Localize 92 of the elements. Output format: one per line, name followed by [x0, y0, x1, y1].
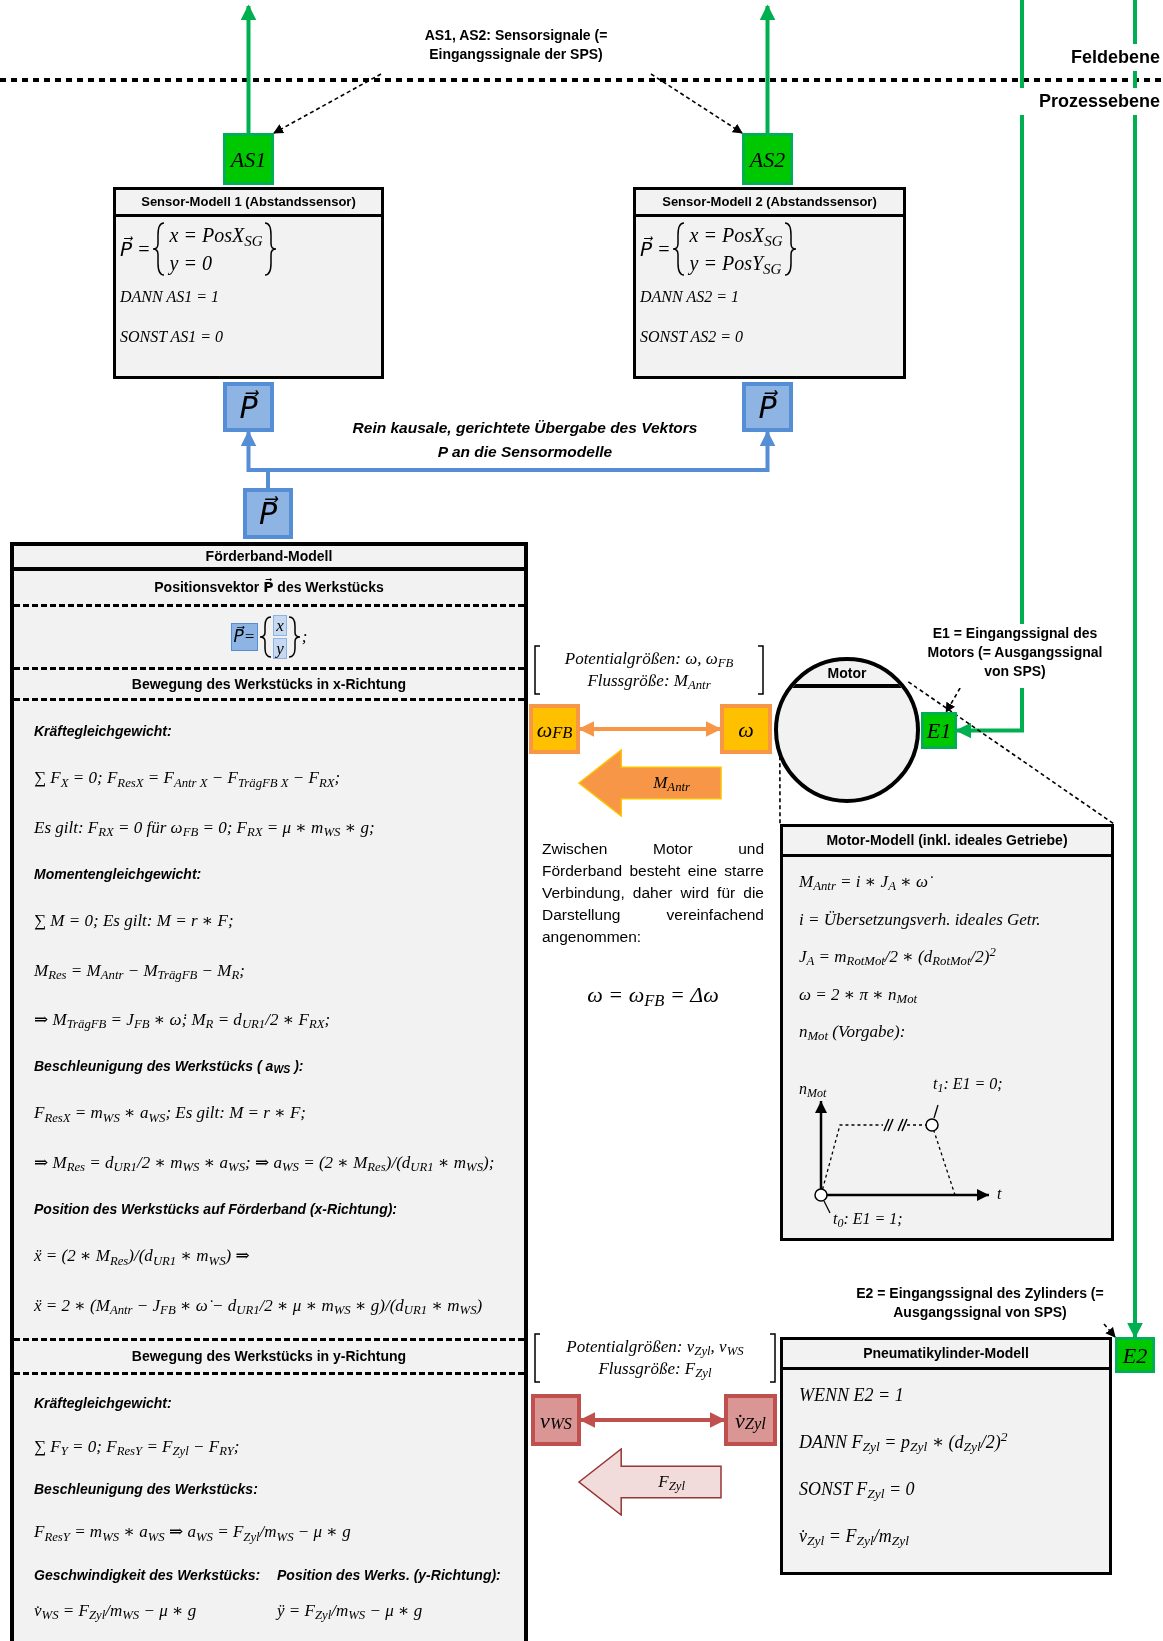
box-title: Sensor-Modell 1 (Abstandssensor): [141, 193, 356, 212]
variable-box: ω$_{FB}$: [529, 704, 580, 754]
section-header: Bewegung des Werkstücks in y-Richtung: [14, 1338, 524, 1375]
section-heading: Position des Werks. (y-Richtung):: [277, 1565, 502, 1585]
panel-title: Förderband-Modell: [205, 547, 333, 566]
section-header: Positionsvektor P⃗ des Werkstücks: [14, 571, 524, 604]
flow-label: M$_{Antr}$: [653, 772, 690, 796]
formula: ⇒ M$_{TrägFB}$ = J$_{FB}$ ∗ ω̇; M$_{R}$ = d$_{UR1}$/2 ∗ F$_{RX}$;: [34, 1008, 332, 1033]
formula: ω = ω$_{FB}$ = Δω: [586, 981, 720, 1011]
vector-variable: y: [273, 638, 287, 659]
formula: ẍ = 2 ∗ (M$_{Antr}$ − J$_{FB}$ ∗ ω̇ − d$_{UR1}$/2 ∗ μ ∗ m$_{WS}$ ∗ g)/(d$_{UR1}$ ∗ m$_{WS}$): [34, 1294, 484, 1318]
formula: x = PosX$_{SG}$: [169, 223, 263, 249]
box-title: Motor-Modell (inkl. ideales Getriebe): [826, 831, 1068, 850]
signal-arrow: [1127, 0, 1143, 1339]
motor-model-box: [780, 824, 1114, 1241]
signal-arrow: [759, 4, 776, 133]
motor-title: Motor: [827, 664, 867, 683]
sensor-model-box: [113, 187, 384, 379]
signal-box: E1: [921, 712, 957, 749]
formula: M$_{Antr}$ = i ∗ J$_{A}$ ∗ ω̇: [799, 869, 1095, 895]
formula: y = 0: [169, 251, 213, 277]
signal-box: AS2: [742, 133, 793, 185]
note-text: Zwischen Motor und Förderband besteht eine starre Verbindung, daher wird für die Darstellung vereinfachend angenommen:: [542, 839, 764, 947]
cylinder-model-box: [780, 1337, 1112, 1575]
formula: i = Übersetzungsverh. ideales Getr.: [799, 908, 1042, 931]
vector-box: P⃗: [742, 382, 793, 432]
formula: Potentialgrößen: v$_{Zyl}$, v$_{WS}$: [566, 1336, 744, 1358]
formula: Es gilt: F$_{RX}$ = 0 für ω$_{FB}$ = 0; F$_{RX}$ = μ ∗ m$_{WS}$ ∗ g;: [34, 816, 376, 841]
leader-arrow: [650, 73, 743, 134]
formula: x = PosX$_{SG}$: [689, 223, 783, 249]
variable-box: v$_{WS}$: [531, 1394, 581, 1446]
note-text: Rein kausale, gerichtete Übergabe des Vektors P an die Sensormodelle: [351, 418, 699, 462]
formula: SONST F$_{Zyl}$ = 0: [799, 1478, 916, 1503]
formula: SONST AS1 = 0: [120, 327, 225, 347]
vector-box: P⃗: [243, 488, 293, 539]
signal-arrow: [240, 4, 257, 133]
formula: F$_{ResX}$ = m$_{WS}$ ∗ a$_{WS}$; Es gilt: M = r ∗ F;: [34, 1102, 307, 1126]
formula: DANN AS2 = 1: [640, 287, 740, 307]
formula: DANN AS1 = 1: [120, 287, 220, 307]
formula: M$_{Res}$ = M$_{Antr}$ − M$_{TrägFB}$ − M$_{R}$;: [34, 959, 246, 983]
formula: Flussgröße: M$_{Antr}$: [587, 670, 711, 692]
formula: v̇$_{Zyl}$ = F$_{Zyl}$/m$_{Zyl}$: [799, 1525, 910, 1550]
variable-box: ω: [720, 704, 772, 754]
section-heading: Kräftegleichgewicht:: [34, 721, 173, 741]
leader-arrow: [1103, 1323, 1116, 1338]
vector-arrow: [266, 430, 776, 488]
formula: ∑ F$_{X}$ = 0; F$_{ResX}$ = F$_{Antr X}$ − F$_{TrägFB X}$ − F$_{RX}$;: [34, 767, 342, 791]
formula: y = PosY$_{SG}$: [689, 251, 783, 277]
section-heading: Momentengleichgewicht:: [34, 864, 203, 884]
formula: n$_{Mot}$ (Vorgabe):: [799, 1021, 907, 1045]
variable-box: v̇$_{Zyl}$: [724, 1394, 777, 1446]
formula: DANN F$_{Zyl}$ = p$_{Zyl}$ ∗ (d$_{Zyl}$/2)$^{2}$: [799, 1429, 1009, 1456]
formula: P⃗ =: [120, 235, 151, 262]
formula: ω = 2 ∗ π ∗ n$_{Mot}$: [799, 983, 919, 1007]
formula: Potentialgrößen: ω, ω$_{FB}$: [564, 648, 734, 670]
formula: F$_{ResY}$ = m$_{WS}$ ∗ a$_{WS}$ ⇒ a$_{WS}$ = F$_{Zyl}$/m$_{WS}$ − μ ∗ g: [34, 1521, 352, 1545]
formula: WENN E2 = 1: [799, 1384, 905, 1407]
section-heading: Geschwindigkeit des Werkstücks:: [34, 1565, 261, 1585]
section-heading: Kräftegleichgewicht:: [34, 1393, 173, 1413]
vector-variable: P⃗=: [230, 623, 259, 651]
zoom-line: [907, 681, 1115, 825]
section-heading: Beschleunigung des Werkstücks ( a$_{WS}$ ):: [34, 1056, 305, 1077]
axis-label: n$_{Mot}$: [799, 1079, 827, 1101]
formula: Flussgröße: F$_{Zyl}$: [598, 1358, 712, 1380]
formula: ∑ M = 0; Es gilt: M = r ∗ F;: [34, 910, 235, 933]
vector-variable: x: [273, 615, 287, 636]
leader-arrow: [945, 687, 961, 713]
box-title: Pneumatikylinder-Modell: [863, 1344, 1029, 1363]
section-heading: Beschleunigung des Werkstücks:: [34, 1479, 259, 1499]
time-label: t$_{0}$: E1 = 1;: [833, 1209, 903, 1231]
leader-arrow: [273, 73, 382, 134]
signal-box: AS1: [223, 133, 274, 185]
vector-box: P⃗: [223, 382, 274, 432]
formula: ÿ = F$_{Zyl}$/m$_{WS}$ − μ ∗ g: [277, 1599, 424, 1624]
sensor-model-box: [633, 187, 906, 379]
formula: SONST AS2 = 0: [640, 327, 745, 347]
box-title: Sensor-Modell 2 (Abstandssensor): [662, 193, 877, 212]
signal-box: E2: [1115, 1337, 1155, 1373]
section-header: Bewegung des Werkstücks in x-Richtung: [14, 667, 524, 701]
flow-label: F$_{Zyl}$: [658, 1471, 685, 1495]
signal-arrow: [955, 0, 1024, 739]
formula: J$_{A}$ = m$_{RotMot}$/2 ∗ (d$_{RotMot}$/2)$^{2}$: [799, 944, 997, 970]
section-heading: Position des Werkstücks auf Förderband (x-Richtung):: [34, 1199, 398, 1219]
time-label: t$_{1}$: E1 = 0;: [933, 1074, 1003, 1096]
formula: ;: [301, 626, 308, 649]
formula: ∑ F$_{Y}$ = 0; F$_{ResY}$ = F$_{Zyl}$ − F$_{RY}$;: [34, 1435, 241, 1460]
model-panel: [10, 542, 528, 1641]
formula: ⇒ M$_{Res}$ = d$_{UR1}$/2 ∗ m$_{WS}$ ∗ a$_{WS}$; ⇒ a$_{WS}$ = (2 ∗ M$_{Res}$)/(d$_{UR1}$ ∗ m$_{WS}$);: [34, 1151, 496, 1176]
axis-label: t: [997, 1184, 1002, 1204]
formula: P⃗ =: [640, 235, 671, 262]
formula: ẍ = (2 ∗ M$_{Res}$)/(d$_{UR1}$ ∗ m$_{WS}$) ⇒: [34, 1245, 251, 1269]
formula: v̇$_{WS}$ = F$_{Zyl}$/m$_{WS}$ − μ ∗ g: [34, 1599, 198, 1624]
